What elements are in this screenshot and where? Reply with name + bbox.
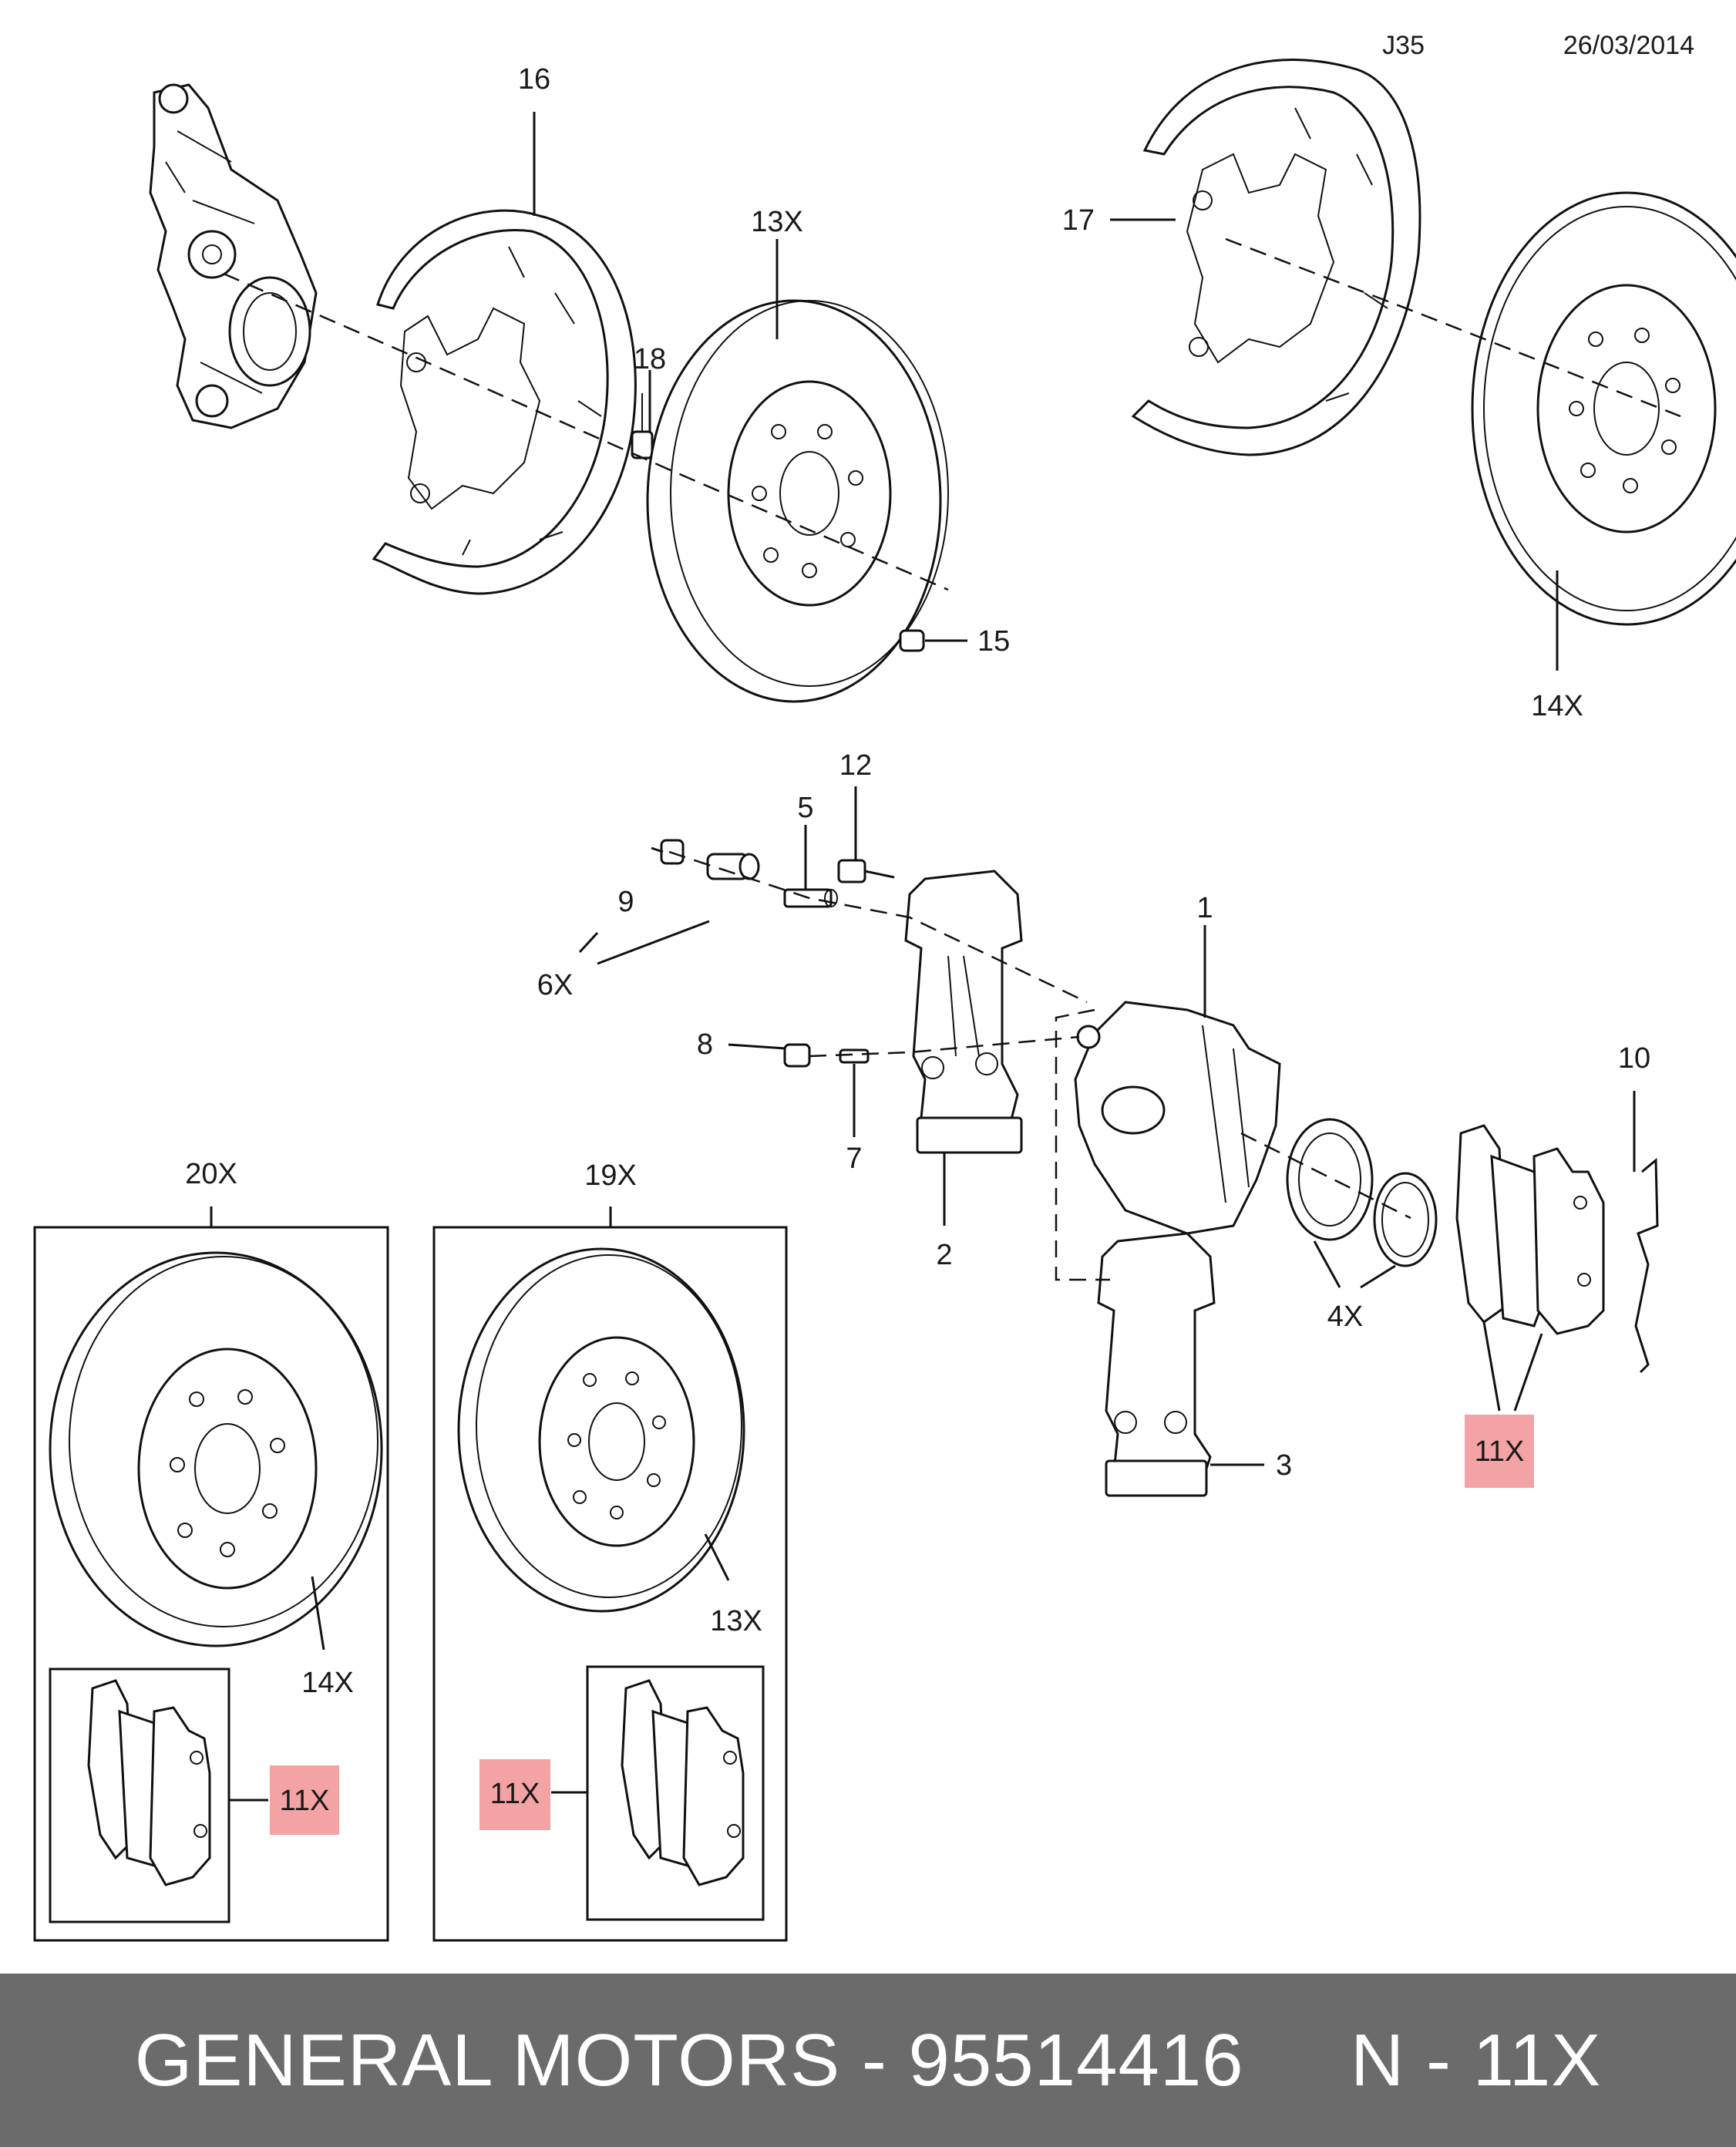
exploded-brake-diagram: J35 26/03/2014: [33, 31, 1736, 1942]
brake-disc-front-vented: [646, 299, 949, 703]
callout-11x-left: 11X: [280, 1785, 330, 1817]
highlight-11x-right: [479, 1759, 550, 1830]
kit-box-20x: 20X 14X: [33, 1158, 389, 1942]
assembly-axis-front: [223, 272, 949, 591]
callout-17: 17: [1062, 204, 1095, 237]
callout-20x: 20X: [185, 1158, 237, 1190]
diagram-date: 26/03/2014: [1563, 31, 1694, 60]
caliper-bracket-3: [1097, 1232, 1216, 1497]
brake-dust-shield-front: [372, 209, 637, 595]
caliper-bracket-2: [904, 870, 1023, 1154]
steering-knuckle: [149, 83, 318, 429]
caliper-axis-seal: [1240, 1132, 1411, 1220]
footer-bar: GENERAL MOTORS - 95514416 N - 11X: [0, 1974, 1736, 2147]
guide-bush-9: [660, 839, 685, 865]
callout-6x: 6X: [537, 969, 573, 1001]
footer-part-caption: GENERAL MOTORS - 95514416 N - 11X: [134, 2018, 1602, 2102]
callout-14x-box: 14X: [301, 1667, 354, 1699]
callout-9: 9: [617, 886, 634, 918]
caliper-housing-1: [1074, 1001, 1281, 1235]
guide-sleeve-6x: [706, 853, 760, 880]
brake-disc-rear: [1471, 191, 1736, 626]
piston-seal-4x: [1286, 1118, 1438, 1267]
brake-dust-shield-rear: [1131, 59, 1421, 456]
diagram-code: J35: [1382, 31, 1425, 60]
callout-11x-main: 11X: [1475, 1435, 1525, 1468]
callout-13x-box: 13X: [710, 1605, 762, 1637]
callout-2: 2: [936, 1239, 952, 1271]
caliper-axis-lower: [809, 1035, 1080, 1058]
callout-19x: 19X: [584, 1159, 637, 1192]
kit-box-19x: 19X 13X: [432, 1159, 788, 1942]
callout-7: 7: [846, 1142, 862, 1175]
bleed-screw-7: [839, 1048, 870, 1064]
callout-10: 10: [1618, 1042, 1650, 1075]
highlight-11x-left: [270, 1765, 339, 1835]
callout-11x-right: 11X: [490, 1778, 540, 1810]
callout-13x-top: 13X: [751, 206, 803, 238]
callout-16: 16: [518, 63, 550, 96]
callout-18: 18: [634, 343, 666, 375]
brake-pad-set-main: [1455, 1124, 1605, 1335]
anti-rattle-spring-10: [1634, 1157, 1659, 1374]
highlight-11x-main: [1465, 1415, 1534, 1488]
caliper-axis-upper: [668, 850, 1088, 1004]
assembly-axis-rear: [1225, 237, 1681, 418]
callout-15: 15: [977, 625, 1010, 658]
guide-pin-5: [783, 888, 838, 908]
callout-5: 5: [797, 792, 813, 824]
callout-8: 8: [697, 1028, 713, 1061]
callout-14x-top: 14X: [1531, 690, 1583, 722]
screw-15: [899, 629, 925, 652]
bracket-link-line: [1055, 1008, 1110, 1281]
dust-cap-8: [783, 1043, 811, 1068]
callout-1: 1: [1196, 892, 1213, 924]
callout-3: 3: [1276, 1449, 1292, 1482]
callout-12: 12: [839, 749, 872, 782]
bolt-12: [837, 859, 895, 883]
callout-4x: 4X: [1327, 1301, 1363, 1333]
